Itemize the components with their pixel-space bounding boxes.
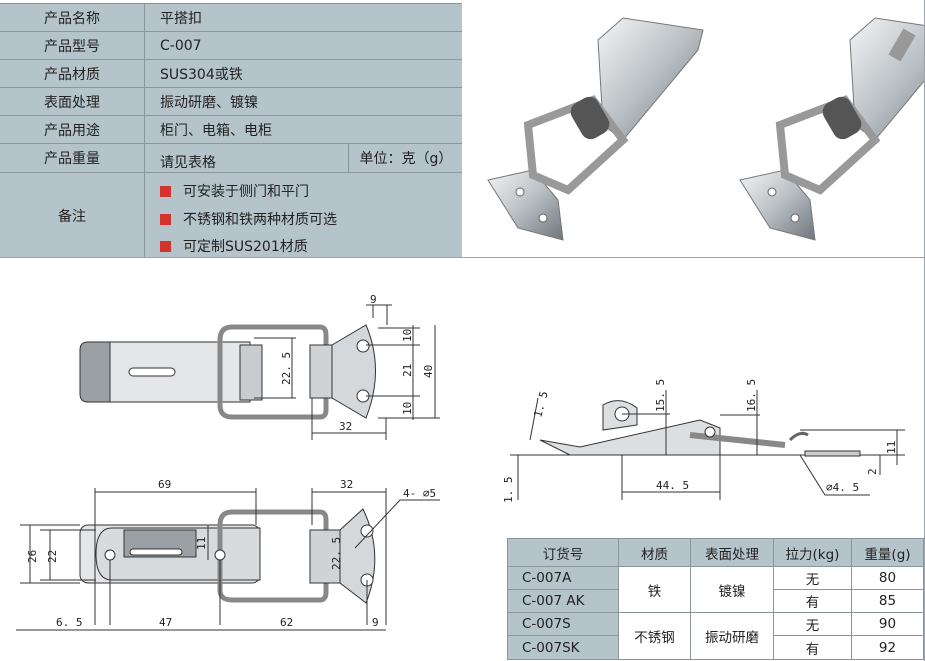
note-text: 不锈钢和铁两种材质可选 [183, 212, 337, 228]
spec-label: 产品材质 [0, 60, 145, 87]
order-table: 订货号 材质 表面处理 拉力(kg) 重量(g) C-007A C-007 AK… [507, 538, 924, 660]
latch-photo-illustration [487, 17, 925, 241]
spec-value: 振动研磨、镀镍 [160, 94, 258, 111]
spec-value: 请见表格 [160, 155, 216, 171]
dim-label: ⌀4. 5 [826, 481, 859, 494]
order-code: C-007S [508, 613, 619, 636]
material-cell: 铁 [619, 567, 691, 613]
technical-drawings: 9 10 21 10 40 22. 5 32 69 32 4- ⌀5 22 26… [16, 293, 905, 631]
header-cell: 表面处理 [691, 539, 774, 567]
dim-label: 22. 5 [280, 352, 293, 385]
surface-cell: 振动研磨 [691, 613, 774, 659]
bullet-icon [160, 213, 171, 225]
spec-row-model: 产品型号 C-007 [0, 32, 462, 60]
dim-label: 9 [372, 616, 379, 629]
spec-value: 柜门、电箱、电柜 [160, 122, 272, 139]
header-cell: 订货号 [508, 539, 619, 567]
pull-cell: 无 [774, 613, 852, 636]
weight-unit: 单位：克（g） [348, 144, 463, 172]
dim-label: 4- ⌀5 [403, 487, 436, 500]
dim-label: 2 [866, 468, 879, 475]
dim-label: 16. 5 [745, 379, 758, 412]
dimension-labels: 9 10 21 10 40 22. 5 32 69 32 4- ⌀5 22 26… [26, 293, 898, 629]
spec-row-usage: 产品用途 柜门、电箱、电柜 [0, 116, 462, 144]
spec-value: 平搭扣 [160, 10, 202, 27]
dim-label: 11 [885, 441, 898, 454]
spec-row-surface: 表面处理 振动研磨、镀镍 [0, 88, 462, 116]
spec-label: 表面处理 [0, 88, 145, 115]
dim-label: 26 [26, 550, 39, 563]
dim-label: 21 [401, 364, 414, 377]
spec-row-name: 产品名称 平搭扣 [0, 4, 462, 32]
dim-label: 6. 5 [56, 616, 83, 629]
spec-table: 产品名称 平搭扣 产品型号 C-007 产品材质 SUS304或铁 表面处理 振… [0, 3, 462, 258]
dim-label: 11 [195, 537, 208, 550]
bottom-view-drawing [16, 488, 440, 631]
surface-cell: 镀镍 [691, 567, 774, 613]
note-item: 不锈钢和铁两种材质可选 [160, 209, 337, 229]
dim-label: 22. 5 [330, 537, 343, 570]
top-view-drawing [79, 304, 440, 440]
dim-label: 15. 5 [654, 379, 667, 412]
note-text: 可定制SUS201材质 [183, 239, 308, 255]
dim-label: 10 [401, 329, 414, 342]
product-photo [463, 0, 925, 257]
pull-cell: 有 [774, 636, 852, 659]
dim-label: 47 [159, 616, 172, 629]
bullet-icon [160, 185, 171, 197]
header-cell: 重量(g) [852, 539, 923, 567]
header-cell: 拉力(kg) [774, 539, 852, 567]
dim-label: 32 [340, 478, 353, 491]
weight-cell: 85 [852, 590, 923, 613]
order-code: C-007A [508, 567, 619, 590]
dim-label: 32 [339, 420, 352, 433]
latch-photo-padlock [739, 17, 925, 241]
dim-label: 1. 5 [502, 477, 515, 504]
dim-label: 22 [46, 550, 59, 563]
weight-cell: 92 [878, 639, 897, 656]
spec-label: 产品型号 [0, 32, 145, 59]
note-item: 可定制SUS201材质 [160, 236, 308, 256]
dim-label: 10 [401, 402, 414, 415]
bullet-icon [160, 240, 171, 252]
dim-label: 1. 5 [531, 390, 550, 419]
spec-label: 产品用途 [0, 116, 145, 143]
material-cell: 不锈钢 [619, 613, 691, 659]
weight-cell: 80 [852, 567, 923, 590]
pull-cell: 有 [774, 590, 852, 613]
note-item: 可安装于侧门和平门 [160, 181, 309, 201]
spec-row-weight: 产品重量 请见表格 单位：克（g） [0, 144, 462, 173]
side-view-drawing [510, 390, 905, 500]
dim-label: 69 [158, 478, 171, 491]
dim-label: 44. 5 [656, 479, 689, 492]
header-cell: 材质 [619, 539, 691, 567]
divider [0, 257, 925, 258]
dim-label: 40 [422, 365, 435, 378]
dim-label: 62 [280, 616, 293, 629]
spec-label: 产品名称 [0, 4, 145, 31]
weight-cell: 90 [852, 613, 923, 636]
spec-value: SUS304或铁 [160, 66, 243, 83]
dim-label: 9 [370, 293, 377, 306]
note-text: 可安装于侧门和平门 [183, 184, 309, 200]
latch-photo-plain [487, 17, 704, 241]
order-code: C-007SK [508, 636, 619, 659]
spec-row-notes: 备注 可安装于侧门和平门 不锈钢和铁两种材质可选 可定制SUS201材质 [0, 173, 462, 258]
order-code: C-007 AK [508, 590, 619, 613]
spec-row-material: 产品材质 SUS304或铁 [0, 60, 462, 88]
spec-value: C-007 [160, 37, 202, 54]
spec-label: 产品重量 [0, 144, 145, 172]
notes-label: 备注 [0, 173, 145, 258]
pull-cell: 无 [774, 567, 852, 590]
